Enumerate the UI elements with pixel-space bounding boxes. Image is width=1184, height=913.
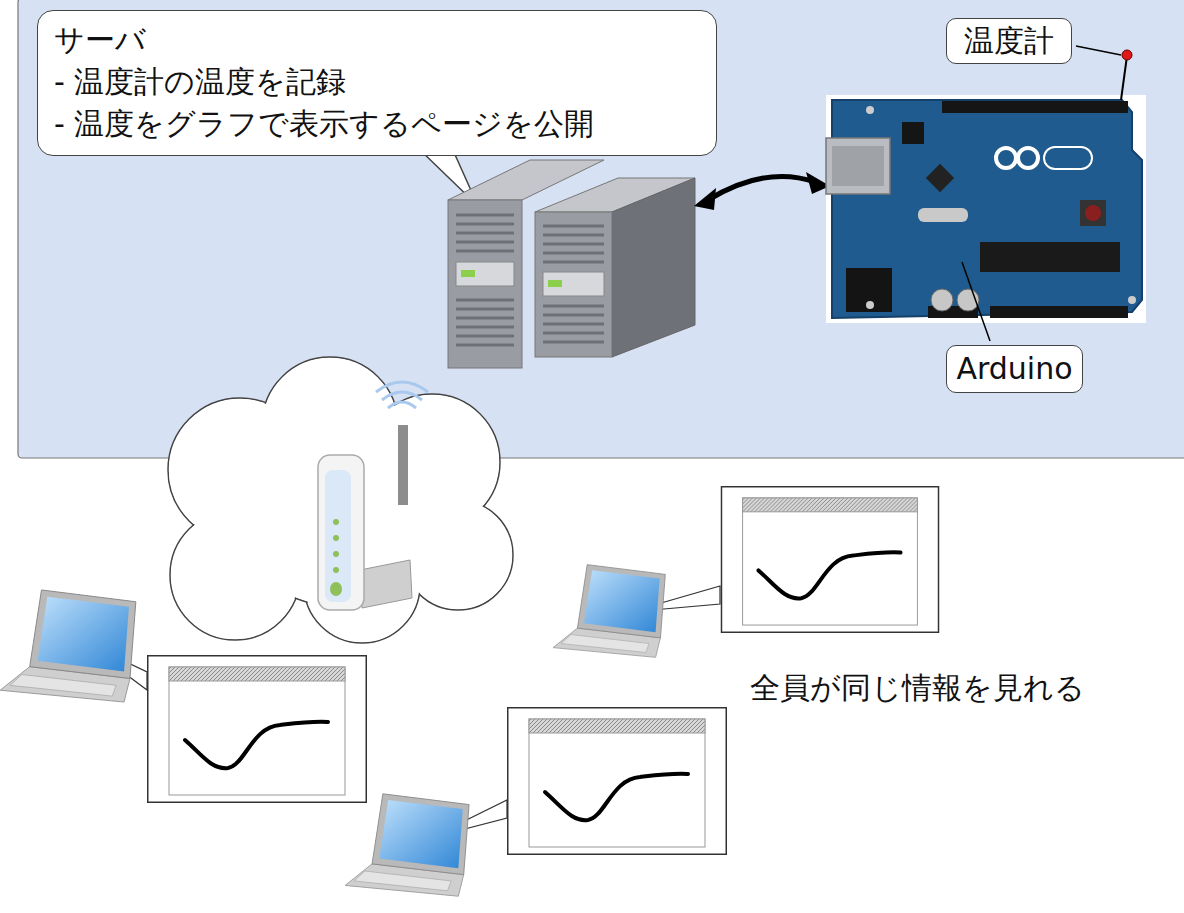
leader-line — [962, 262, 990, 341]
sensor-label-box: 温度計 — [946, 18, 1072, 64]
board-label-box: Arduino — [946, 345, 1083, 393]
node-text: - 温度をグラフで表示するページを公開 — [54, 103, 700, 145]
network-cloud — [168, 357, 513, 643]
client-laptop — [553, 487, 938, 658]
usb-link-arrow — [694, 172, 830, 210]
client-laptop — [0, 590, 366, 802]
wifi-router — [318, 382, 428, 610]
node-heading: 温度計 — [955, 22, 1063, 60]
leader-line — [1076, 46, 1121, 55]
node-text: - 温度計の温度を記録 — [54, 61, 700, 103]
note-label: 全員が同じ情報を見れる — [750, 668, 1085, 709]
server-callout: サーバ- 温度計の温度を記録- 温度をグラフで表示するページを公開 — [37, 10, 717, 156]
arduino-board — [826, 95, 1146, 323]
node-heading: Arduino — [955, 350, 1074, 388]
server-room-panel — [18, 0, 1184, 458]
client-laptop — [345, 708, 726, 896]
server-illustration — [448, 160, 695, 368]
node-heading: サーバ — [54, 19, 700, 61]
thermometer-probe — [1121, 50, 1132, 100]
